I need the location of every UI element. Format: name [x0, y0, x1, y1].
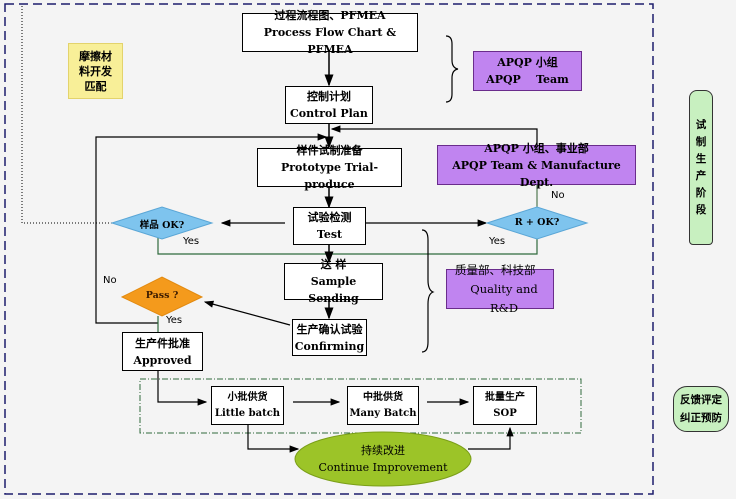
prototype-box[interactable]: 样件试制准备 Prototype Trial-produce [257, 144, 402, 191]
process-flow-cn: 过程流程图、PFMEA [274, 9, 386, 22]
material-match-line-1: 摩擦材 [79, 49, 112, 63]
sample-ok-label: 样品 OK? [139, 220, 185, 231]
sop-en: SOP [493, 407, 517, 419]
material-feedback-line [21, 4, 112, 224]
yes-label-right: Yes [489, 236, 506, 247]
decision-pass [120, 276, 204, 317]
yes-label-pass: Yes [166, 315, 183, 326]
decision-r-ok [485, 206, 589, 240]
confirming-box[interactable]: 生产确认试验 Confirming [292, 319, 367, 356]
stage-trial-char-6: 段 [695, 203, 707, 216]
stage-trial-char-1: 试 [695, 118, 707, 131]
apqp-team-cn: APQP 小组 [497, 56, 558, 69]
test-box[interactable]: 试验检测 Test [293, 207, 366, 245]
stage-feedback-line-1: 反馈评定 [680, 394, 722, 406]
little-batch-cn: 小批供货 [227, 391, 268, 403]
sample-sending-box[interactable]: 送 样 Sample Sending [284, 258, 383, 305]
loop-manufacture [330, 125, 538, 145]
pass-label: Pass ? [145, 290, 179, 301]
apqp-manufacture-box: APQP 小组、事业部 APQP Team & Manufacture Dept… [437, 142, 636, 189]
stage-feedback: 反馈评定 纠正预防 [673, 386, 729, 432]
approved-en: Approved [133, 353, 192, 367]
continue-improvement-label: 持续改进 Continue Improvement [300, 442, 466, 476]
confirming-en: Confirming [294, 339, 365, 353]
yes-join-line [157, 238, 538, 255]
little-batch-en: Little batch [214, 407, 281, 419]
stage-trial-char-2: 制 [695, 135, 707, 148]
trial-production-frame [4, 3, 654, 495]
sample-sending-cn: 送 样 [320, 258, 347, 271]
no-label-right: No [551, 190, 565, 201]
quality-rd-box: 质量部、科技部 Quality and R&D [446, 263, 554, 315]
many-batch-cn: 中批供货 [363, 391, 403, 403]
process-flow-box[interactable]: 过程流程图、PFMEA Process Flow Chart & PFMEA [242, 9, 418, 56]
control-plan-cn: 控制计划 [307, 90, 351, 103]
approved-cn: 生产件批准 [135, 336, 190, 350]
continue-improvement-ellipse [294, 431, 472, 487]
material-match-line-3: 匹配 [84, 79, 107, 93]
quality-rd-en: Quality and R&D [470, 281, 538, 315]
stage-feedback-line-2: 纠正预防 [680, 412, 722, 424]
control-plan-box[interactable]: 控制计划 Control Plan [285, 86, 373, 124]
arrow-little-ci [247, 424, 300, 453]
approved-box[interactable]: 生产件批准 Approved [122, 332, 203, 371]
apqp-team-en: APQP Team [486, 73, 569, 86]
apqp-manufacture-cn: APQP 小组、事业部 [484, 141, 589, 155]
continue-improvement-en: Continue Improvement [318, 461, 448, 474]
arrow-confirm-pass [203, 300, 291, 326]
decision-sample-ok [110, 206, 214, 240]
arrow-approved-little [157, 371, 208, 406]
stage-trial-char-3: 生 [695, 152, 707, 165]
no-label-pass: No [103, 275, 117, 286]
test-en: Test [316, 228, 343, 241]
many-batch-box[interactable]: 中批供货 Many Batch [347, 386, 419, 425]
prototype-cn: 样件试制准备 [296, 144, 363, 157]
prototype-en: Prototype Trial-produce [280, 161, 379, 191]
brace-apqp-team [445, 35, 459, 103]
yes-label-left: Yes [183, 236, 200, 247]
arrow-ci-sop [468, 426, 514, 450]
sample-sending-en: Sample Sending [308, 275, 359, 305]
brace-quality [421, 229, 435, 353]
stage-trial-production: 试 制 生 产 阶 段 [689, 90, 713, 245]
quality-rd-cn: 质量部、科技部 [455, 262, 536, 277]
sop-cn: 批量生产 [485, 391, 525, 403]
sop-box[interactable]: 批量生产 SOP [473, 386, 537, 425]
loop-no-pass [95, 133, 328, 324]
material-match-note: 摩擦材 料开发 匹配 [68, 43, 123, 99]
control-plan-en: Control Plan [290, 107, 368, 120]
material-match-line-2: 料开发 [79, 64, 112, 78]
apqp-team-box: APQP 小组 APQP Team [473, 51, 582, 91]
stage-trial-char-4: 产 [695, 169, 707, 182]
apqp-manufacture-en: APQP Team & Manufacture Dept. [452, 158, 621, 189]
r-ok-label: R + OK? [514, 217, 560, 228]
confirming-cn: 生产确认试验 [296, 322, 363, 336]
little-batch-box[interactable]: 小批供货 Little batch [211, 386, 284, 425]
many-batch-en: Many Batch [349, 407, 417, 419]
test-cn: 试验检测 [307, 211, 352, 224]
process-flow-en: Process Flow Chart & PFMEA [263, 26, 397, 56]
continue-improvement-cn: 持续改进 [361, 444, 405, 457]
stage-trial-char-5: 阶 [695, 186, 707, 199]
